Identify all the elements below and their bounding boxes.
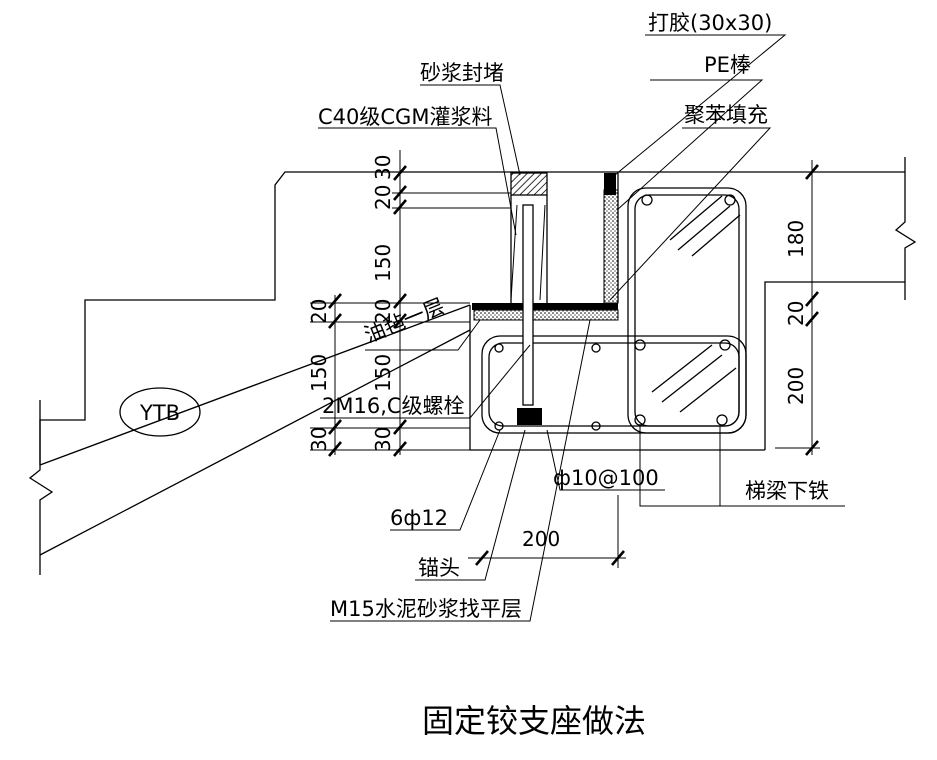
dim-far-left-1: 150 (307, 354, 331, 392)
label-grout: C40级CGM灌浆料 (318, 105, 492, 129)
left-dimensions (310, 150, 511, 457)
bottom-dimension (468, 495, 626, 568)
dim-far-left-2: 30 (307, 427, 331, 452)
dim-far-left-0: 20 (307, 299, 331, 324)
label-longitudinal-bars: 6ф12 (390, 506, 448, 530)
leader-lines (119, 34, 845, 622)
dim-left-3: 20 (371, 299, 395, 324)
dim-right-1: 20 (784, 301, 808, 326)
dim-right-2: 200 (784, 367, 808, 405)
dim-bottom: 200 (522, 527, 560, 551)
label-ytb: YTB (139, 401, 180, 425)
label-pe-rod: PE棒 (704, 53, 751, 77)
dim-left-4: 150 (371, 354, 395, 392)
drawing-title: 固定铰支座做法 (422, 702, 646, 740)
label-leveling-layer: M15水泥砂浆找平层 (330, 597, 522, 621)
dim-left-0: 30 (371, 155, 395, 180)
label-beam-bottom-rebar: 梯梁下铁 (745, 479, 829, 503)
stair-slab-ytb (28, 157, 917, 575)
dim-left-5: 30 (371, 427, 395, 452)
label-anchor-head: 锚头 (418, 556, 460, 580)
label-glue: 打胶(30x30) (648, 11, 772, 35)
dim-right-0: 180 (784, 220, 808, 258)
label-mortar-seal: 砂浆封堵 (420, 61, 504, 85)
dim-left-2: 150 (371, 244, 395, 282)
dim-left-1: 20 (371, 185, 395, 210)
right-dimensions (775, 160, 820, 456)
label-bolts: 2M16,C级螺栓 (322, 394, 465, 418)
label-foam-fill: 聚苯填充 (684, 103, 768, 127)
dimension-text: 30 20 150 20 150 30 20 150 30 180 20 200… (307, 155, 808, 551)
stair-beam (470, 171, 905, 451)
label-stirrup: ф10@100 (553, 466, 659, 490)
grout-pocket (472, 172, 619, 425)
